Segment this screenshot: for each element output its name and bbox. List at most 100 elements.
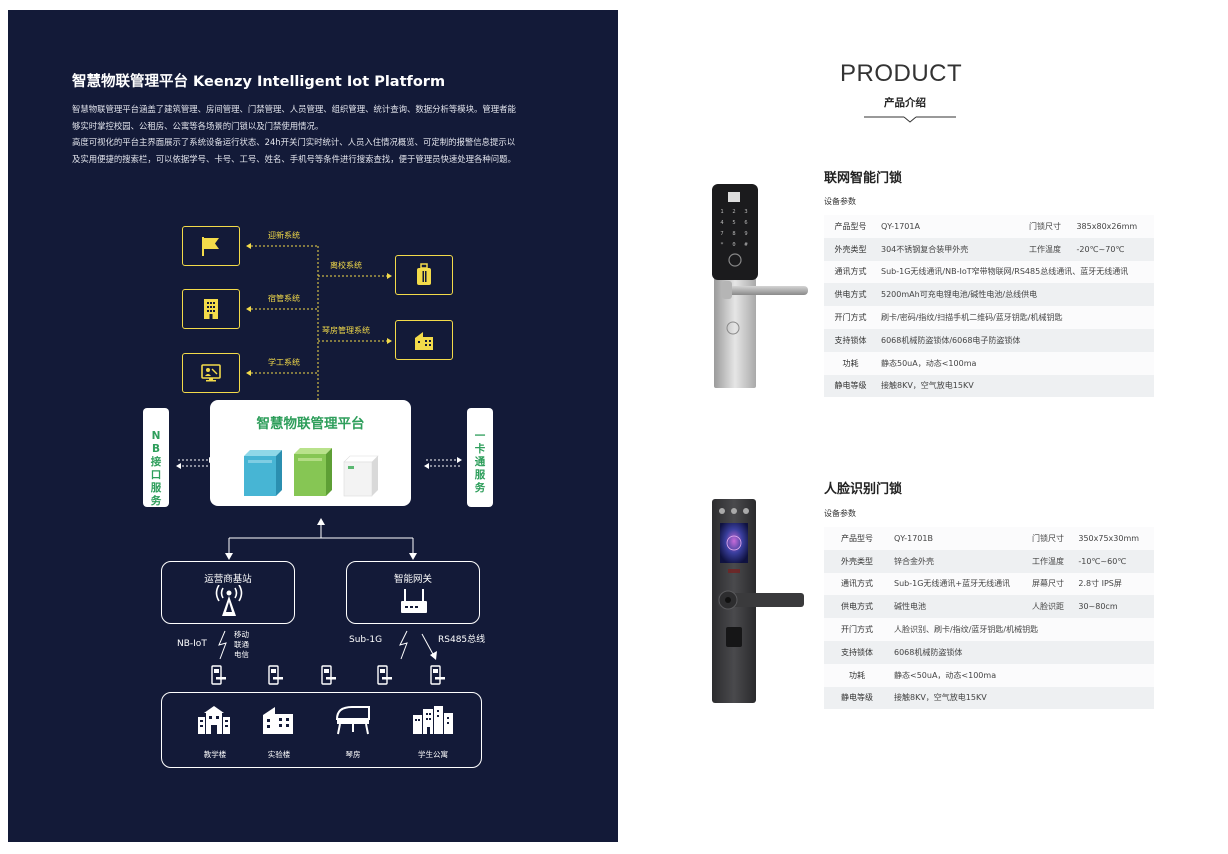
- keypad-key: 9: [744, 231, 748, 237]
- platform-title: 智慧物联管理平台 Keenzy Intelligent Iot Platform: [72, 74, 446, 90]
- campus-card-service: 一卡通服务: [467, 408, 493, 507]
- nb-interface-service: NB接口服务: [143, 408, 169, 507]
- keypad-key: 6: [744, 220, 748, 226]
- spec-value: 刷卡/密码/指纹/扫描手机二维码/蓝牙钥匙/机械钥匙: [877, 306, 1154, 329]
- spec-key: 产品型号: [824, 215, 877, 238]
- spec-key: 通讯方式: [824, 260, 877, 284]
- nbiot-label: NB-IoT: [177, 639, 207, 649]
- spec-key: 功耗: [824, 351, 877, 375]
- monitor-icon: [201, 364, 221, 382]
- lock1-subtitle: 设备参数: [824, 197, 856, 206]
- gateway-title: 智能网关: [393, 574, 432, 585]
- keypad-key: 4: [720, 220, 724, 226]
- spec-value: QY-1701A: [877, 215, 1025, 238]
- spec-key: 静电等级: [824, 374, 877, 398]
- nb-interface-label: NB接口服务: [150, 430, 162, 507]
- description-paragraph-1: 智慧物联管理平台涵盖了建筑管理、房间管理、门禁管理、人员管理、组织管理、统计查询…: [72, 104, 516, 131]
- keypad-key: 3: [744, 209, 748, 215]
- spec-value: 385x80x26mm: [1072, 215, 1154, 238]
- welcome-system-box: [182, 226, 240, 266]
- table-row: 通讯方式 Sub-1G无线通讯/NB-IoT窄带物联网/RS485总线通讯、蓝牙…: [824, 260, 1154, 284]
- spec-key: 静电等级: [824, 686, 890, 710]
- lock1-spec-table: 产品型号 QY-1701A 门锁尺寸 385x80x26mm 外壳类型 304不…: [824, 215, 1154, 398]
- table-row: 外壳类型 304不锈钢复合装甲外壳 工作温度 -20℃~70℃: [824, 237, 1154, 261]
- dorm-system-box: [182, 289, 240, 329]
- building-label-dorm: 学生公寓: [418, 750, 448, 759]
- door-lock-icon: [377, 665, 393, 689]
- platform-box: 智慧物联管理平台: [210, 400, 411, 506]
- spec-value: 304不锈钢复合装甲外壳: [877, 237, 1025, 261]
- spec-value: 人脸识别、刷卡/指纹/蓝牙钥匙/机械钥匙: [890, 618, 1154, 641]
- smart-lock-image: [712, 184, 808, 388]
- spec-value: 锌合金外壳: [890, 549, 1028, 573]
- spec-value: 静态<50uA，动态<100ma: [890, 663, 1154, 687]
- lock2-title: 人脸识别门锁: [824, 482, 903, 497]
- face-lock-image: [712, 499, 804, 703]
- spec-key: 门锁尺寸: [1025, 215, 1073, 238]
- flag-icon: [202, 237, 219, 256]
- spec-key: 开门方式: [824, 306, 877, 329]
- spec-key: 支持锁体: [824, 640, 890, 664]
- spec-key: 工作温度: [1028, 549, 1075, 573]
- rs485-label: RS485总线: [438, 635, 486, 645]
- router-icon: [401, 589, 427, 613]
- table-row: 产品型号 QY-1701A 门锁尺寸 385x80x26mm: [824, 215, 1154, 238]
- spec-key: 供电方式: [824, 283, 877, 307]
- keypad-key: #: [744, 242, 748, 248]
- spec-value: 5200mAh可充电锂电池/碱性电池/总线供电: [877, 283, 1154, 307]
- table-row: 开门方式 刷卡/密码/指纹/扫描手机二维码/蓝牙钥匙/机械钥匙: [824, 306, 1154, 329]
- spec-value: 2.8寸 IPS屏: [1074, 572, 1154, 596]
- lock2-spec-table: 产品型号 QY-1701B 门锁尺寸 350x75x30mm 外壳类型 锌合金外…: [824, 527, 1154, 710]
- building-label-piano: 琴房: [345, 750, 361, 759]
- piano-system-box: [395, 320, 453, 360]
- base-station-box: 运营商基站: [161, 561, 295, 624]
- server-icon: [244, 448, 379, 497]
- spec-key: 工作温度: [1025, 237, 1073, 261]
- spec-key: 产品型号: [824, 527, 890, 550]
- spec-key: 功耗: [824, 663, 890, 687]
- gateway-box: 智能网关: [346, 561, 480, 624]
- spec-value: 30~80cm: [1074, 595, 1154, 619]
- spec-value: 接触8KV，空气放电15KV: [877, 374, 1154, 398]
- door-lock-icon: [211, 665, 227, 689]
- keypad-key: 8: [732, 231, 736, 237]
- house-icon: [415, 332, 433, 350]
- spec-key: 外壳类型: [824, 549, 890, 573]
- description-paragraph-2: 高度可视化的平台主界面展示了系统设备运行状态、24h开关门实时统计、人员入住情况…: [72, 137, 516, 164]
- campus-card-label: 一卡通服务: [474, 430, 486, 494]
- spec-value: -10℃~60℃: [1074, 549, 1154, 573]
- keypad-key: 1: [720, 209, 724, 215]
- lock2-subtitle: 设备参数: [824, 509, 856, 518]
- spec-value: Sub-1G无线通讯/NB-IoT窄带物联网/RS485总线通讯、蓝牙无线通讯: [877, 260, 1154, 284]
- spec-value: 6068机械防盗锁体/6068电子防盗锁体: [877, 328, 1154, 352]
- keypad-key: 5: [732, 220, 736, 226]
- spec-value: -20℃~70℃: [1072, 237, 1154, 261]
- table-row: 静电等级 接触8KV，空气放电15KV: [824, 374, 1154, 398]
- spec-value: 碱性电池: [890, 595, 1028, 619]
- table-row: 开门方式 人脸识别、刷卡/指纹/蓝牙钥匙/机械钥匙: [824, 618, 1154, 641]
- apartment-icon: [413, 706, 453, 734]
- base-station-title: 运营商基站: [204, 574, 252, 585]
- building-icon: [204, 299, 218, 319]
- spec-value: 6068机械防盗锁体: [890, 640, 1154, 664]
- platform-description: 智慧物联管理平台涵盖了建筑管理、房间管理、门禁管理、人员管理、组织管理、统计查询…: [72, 101, 522, 167]
- piano-system-label: 琴房管理系统: [322, 326, 370, 335]
- spec-value: QY-1701B: [890, 527, 1028, 550]
- table-row: 功耗 静态50uA，动态<100ma: [824, 351, 1154, 375]
- product-heading: PRODUCT: [840, 60, 963, 87]
- spec-value: Sub-1G无线通讯+蓝牙无线通讯: [890, 572, 1028, 596]
- sub1g-label: Sub-1G: [349, 635, 383, 645]
- luggage-icon: [417, 263, 431, 285]
- student-affairs-system-label: 学工系统: [268, 358, 300, 367]
- table-row: 支持锁体 6068机械防盗锁体/6068电子防盗锁体: [824, 328, 1154, 352]
- leave-system-box: [395, 255, 453, 295]
- spec-key: 通讯方式: [824, 572, 890, 596]
- dorm-system-label: 宿管系统: [268, 294, 300, 303]
- table-row: 供电方式 碱性电池 人脸识距 30~80cm: [824, 595, 1154, 619]
- table-row: 静电等级 接触8KV，空气放电15KV: [824, 686, 1154, 710]
- antenna-icon: [215, 585, 243, 616]
- carriers-label: 移动联通电信: [234, 630, 249, 659]
- door-lock-icon: [321, 665, 337, 689]
- table-row: 通讯方式 Sub-1G无线通讯+蓝牙无线通讯 屏幕尺寸 2.8寸 IPS屏: [824, 572, 1154, 596]
